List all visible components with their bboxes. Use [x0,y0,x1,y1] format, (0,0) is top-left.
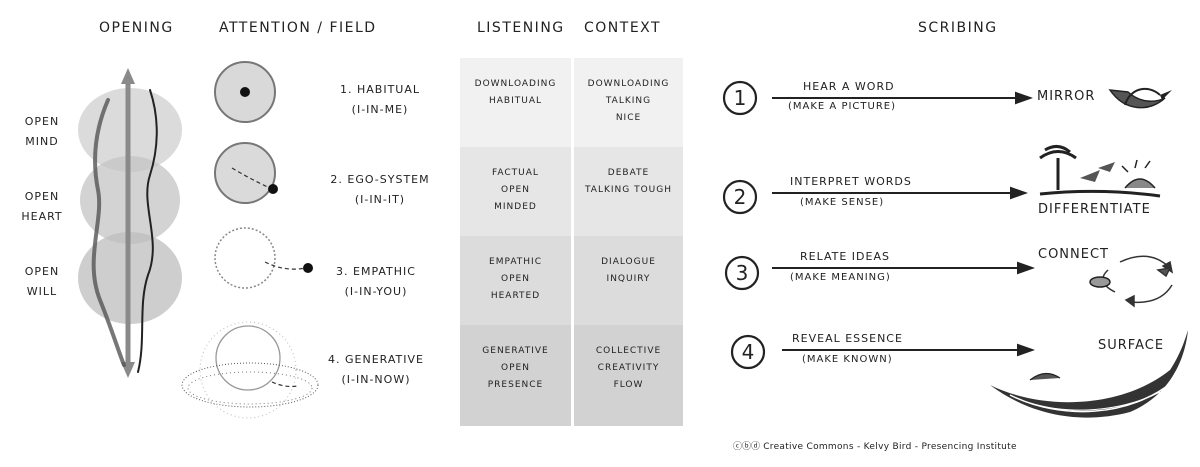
attention-label-1: 1. HABITUAL(I-in-ME) [339,83,420,116]
scribe-step-4-top: REVEAL ESSENCE [792,332,903,345]
attention-circle-2 [214,142,278,204]
scribe-step-2-bottom: (MAKE SENSE) [800,197,885,208]
bird-icon [1108,87,1172,109]
scribe-arrows [772,91,1035,357]
scribe-step-3-bottom: (MAKE MEANING) [790,272,891,283]
attention-circle-3 [214,227,313,289]
cycle-icon [1089,255,1174,308]
surface-wave-icon [990,330,1188,418]
scribe-number-1: 1 [733,86,747,110]
scribing-title: SCRIBING [918,20,998,36]
scribe-number-3: 3 [735,261,749,285]
scribe-output-surface: SURFACE [1098,338,1165,353]
scribe-step-1-top: HEAR A WORD [803,80,895,93]
scribe-step-4-bottom: (MAKE KNOWN) [802,354,893,365]
scribe-number-4: 4 [741,340,755,364]
landscape-icon [1039,145,1161,198]
scribe-step-3-top: RELATE IDEAS [800,250,890,263]
scribe-number-2: 2 [733,185,747,209]
opening-figure [78,68,182,378]
context-title: CONTEXT [584,20,662,36]
attention-label-4: 4. GENERATIVE(I-in-NOW) [328,353,424,386]
scribe-step-2-top: INTERPRET WORDS [790,175,912,188]
attention-circle-4 [181,321,319,419]
credit-line: ⓒⓑⓓ Creative Commons - Kelvy Bird - Pres… [733,439,1017,452]
scribe-output-connect: CONNECT [1038,247,1109,262]
scribe-circles [722,80,766,370]
attention-label-3: 3. EMPATHIC(I-in-YOU) [336,265,416,298]
attention-circle-1 [214,61,276,123]
opening-title: OPENING [99,20,174,36]
scribe-step-1-bottom: (MAKE A PICTURE) [788,101,897,112]
creative-commons-icon: ⓒⓑⓓ [733,442,761,452]
attention-title: ATTENTION / FIELD [219,20,377,36]
listening-title: LISTENING [477,20,565,36]
scribe-output-differentiate: DIFFERENTIATE [1038,202,1151,217]
credit-text: Creative Commons - Kelvy Bird - Presenci… [763,442,1017,452]
scribe-output-mirror: MIRROR [1037,89,1096,104]
attention-label-2: 2. EGO-SYSTEM(I-in-IT) [330,173,430,206]
